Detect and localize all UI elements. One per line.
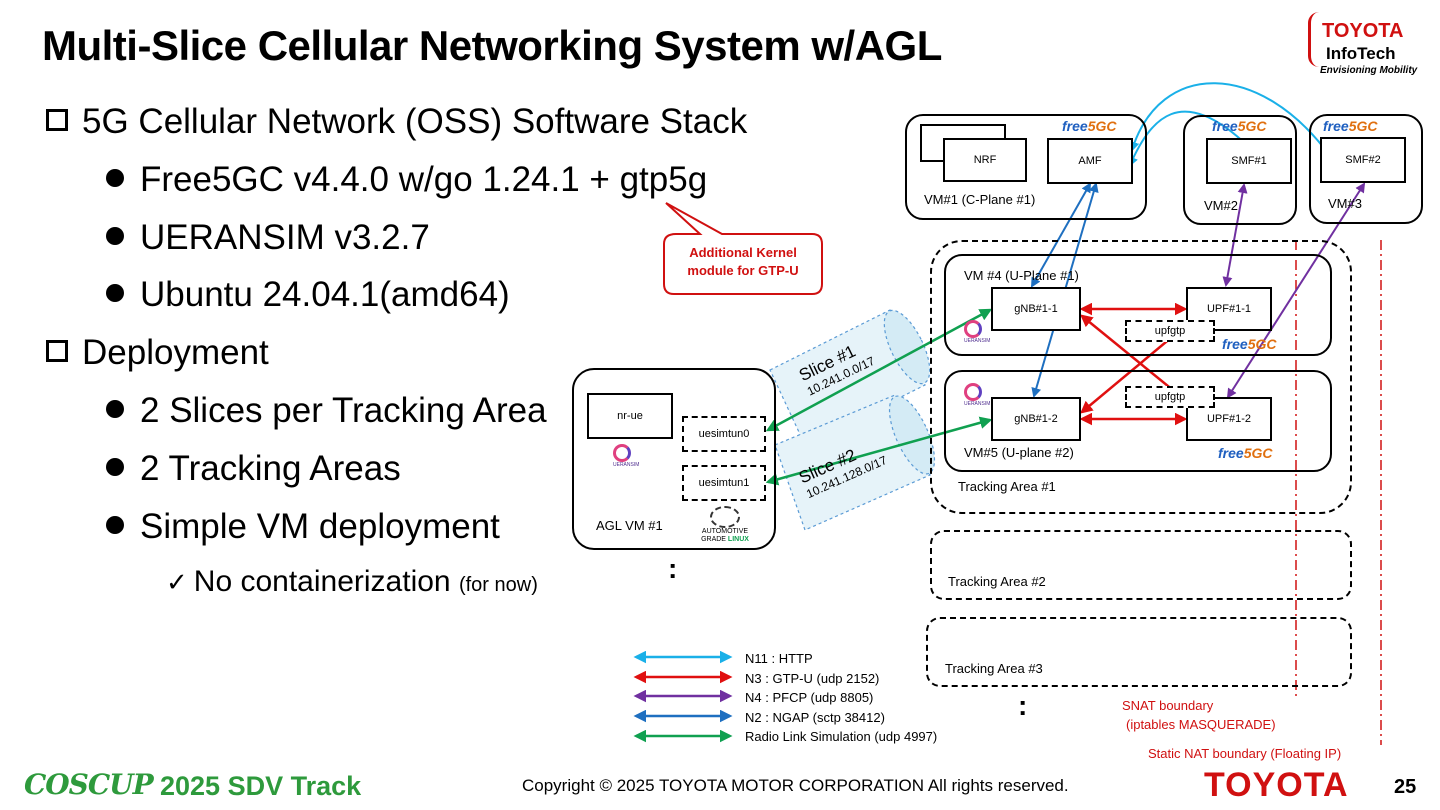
static-nat-label: Static NAT boundary (Floating IP) bbox=[1148, 746, 1342, 761]
callout-text: Additional Kernel module for GTP-U bbox=[687, 245, 799, 278]
legend-label-n2: N2 : NGAP (sctp 38412) bbox=[745, 710, 885, 725]
logo-mark bbox=[1308, 12, 1319, 67]
bullet-ubuntu: Ubuntu 24.04.1(amd64) bbox=[106, 275, 510, 315]
dot-bullet-icon bbox=[106, 400, 124, 418]
bullet-free5gc: Free5GC v4.4.0 w/go 1.24.1 + gtp5g bbox=[106, 160, 707, 200]
free5gc-logo: free5GC bbox=[1212, 118, 1267, 134]
tracking-area-1-label: Tracking Area #1 bbox=[958, 479, 1056, 494]
agl-logo-mark bbox=[710, 506, 740, 528]
bullet-slices: 2 Slices per Tracking Area bbox=[106, 391, 547, 431]
vm5-container bbox=[944, 370, 1332, 472]
dot-bullet-icon bbox=[106, 169, 124, 187]
legend-label-n3: N3 : GTP-U (udp 2152) bbox=[745, 671, 880, 686]
smf1-box: SMF#1 bbox=[1206, 138, 1292, 184]
dot-bullet-icon bbox=[106, 516, 124, 534]
agl-logo: AUTOMOTIVE GRADE LINUX bbox=[690, 506, 760, 550]
n4-smf2-upf12-arrow bbox=[1226, 182, 1366, 399]
bullet-ueransim: UERANSIM v3.2.7 bbox=[106, 218, 430, 258]
vm3-container bbox=[1309, 114, 1423, 224]
nr-ue-box: nr-ue bbox=[587, 393, 673, 439]
radio-uesimtun0-gnb11-arrow bbox=[765, 308, 993, 432]
tracking-area-3-label: Tracking Area #3 bbox=[945, 661, 1043, 676]
coscup-logo: COSCUP bbox=[24, 768, 154, 801]
n11-amf-smf2-arrow bbox=[1129, 82, 1332, 158]
bullet-stack: 5G Cellular Network (OSS) Software Stack bbox=[46, 102, 747, 142]
vm2-label: VM#2 bbox=[1204, 198, 1238, 213]
logo-line2: InfoTech bbox=[1326, 44, 1396, 63]
tracking-area-1 bbox=[930, 240, 1352, 514]
nrf-box: NRF bbox=[943, 138, 1027, 182]
bullet-nocontainer: ✓No containerization (for now) bbox=[166, 565, 538, 598]
bullet-deployment: Deployment bbox=[46, 333, 269, 373]
bullet-areas: 2 Tracking Areas bbox=[106, 449, 401, 489]
bullet-simple: Simple VM deployment bbox=[106, 507, 500, 547]
free5gc-logo: free5GC bbox=[1222, 336, 1277, 352]
footer-copyright: Copyright © 2025 TOYOTA MOTOR CORPORATIO… bbox=[522, 776, 1069, 795]
square-bullet-icon bbox=[46, 109, 68, 131]
legend-label-n4: N4 : PFCP (udp 8805) bbox=[745, 690, 874, 705]
vm1-container bbox=[905, 114, 1147, 220]
snat-label-2: (iptables MASQUERADE) bbox=[1126, 717, 1276, 732]
toyota-logo: TOYOTA bbox=[1204, 766, 1349, 804]
ueransim-logo: UERANSIM bbox=[964, 383, 990, 413]
page-title: Multi-Slice Cellular Networking System w… bbox=[42, 22, 942, 69]
free5gc-logo: free5GC bbox=[1323, 118, 1378, 134]
vm5-label: VM#5 (U-plane #2) bbox=[964, 445, 1074, 460]
vm4-container bbox=[944, 254, 1332, 356]
vm1-label: VM#1 (C-Plane #1) bbox=[924, 192, 1036, 207]
legend-label-n11: N11 : HTTP bbox=[745, 651, 813, 666]
footer-track: 2025 SDV Track bbox=[160, 771, 362, 801]
logo-line1: TOYOTA bbox=[1322, 20, 1404, 42]
uesimtun0-box: uesimtun0 bbox=[682, 416, 766, 452]
upfgtp-1-box: upfgtp bbox=[1125, 320, 1215, 342]
vm4-label: VM #4 (U-Plane #1) bbox=[964, 268, 1079, 283]
agl-vm-container bbox=[572, 368, 776, 550]
tracking-area-2 bbox=[930, 530, 1352, 600]
tracking-area-3 bbox=[926, 617, 1352, 687]
legend-label-radio: Radio Link Simulation (udp 4997) bbox=[745, 729, 938, 744]
upfgtp-2-box: upfgtp bbox=[1125, 386, 1215, 408]
dot-bullet-icon bbox=[106, 284, 124, 302]
gnb12-box: gNB#1-2 bbox=[991, 397, 1081, 441]
free5gc-logo: free5GC bbox=[1062, 118, 1117, 134]
radio-uesimtun1-gnb12-arrow bbox=[765, 416, 993, 486]
check-icon: ✓ bbox=[166, 567, 188, 597]
logo-line3: Envisioning Mobility bbox=[1320, 65, 1418, 76]
gnb11-box: gNB#1-1 bbox=[991, 287, 1081, 331]
snat-label: SNAT boundary bbox=[1122, 698, 1214, 713]
free5gc-logo: free5GC bbox=[1218, 445, 1273, 461]
square-bullet-icon bbox=[46, 340, 68, 362]
ellipsis-ta: : bbox=[1018, 690, 1028, 721]
dot-bullet-icon bbox=[106, 458, 124, 476]
dot-bullet-icon bbox=[106, 227, 124, 245]
vm2-container bbox=[1183, 115, 1297, 225]
page-number: 25 bbox=[1394, 776, 1417, 798]
ueransim-logo: UERANSIM bbox=[613, 444, 639, 474]
amf-box: AMF bbox=[1047, 138, 1133, 184]
toyota-infotech-logo: TOYOTA InfoTech Envisioning Mobility bbox=[1306, 10, 1426, 80]
callout-bubble bbox=[663, 202, 823, 295]
ueransim-logo: UERANSIM bbox=[964, 320, 990, 350]
smf2-box: SMF#2 bbox=[1320, 137, 1406, 183]
uesimtun1-box: uesimtun1 bbox=[682, 465, 766, 501]
tracking-area-2-label: Tracking Area #2 bbox=[948, 574, 1046, 589]
ellipsis-agl: : bbox=[668, 553, 678, 584]
agl-vm-label: AGL VM #1 bbox=[596, 518, 663, 533]
vm3-label: VM#3 bbox=[1328, 196, 1362, 211]
